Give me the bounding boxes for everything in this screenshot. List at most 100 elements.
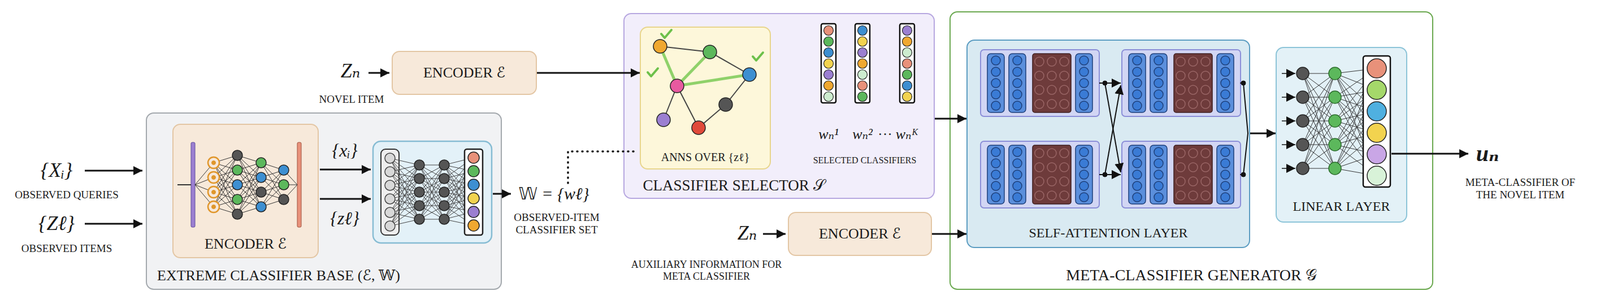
wire — [444, 219, 474, 226]
wire — [261, 177, 284, 185]
vector-cell — [902, 25, 913, 36]
wire — [444, 198, 474, 220]
graph-node — [670, 79, 684, 93]
matrix-cell — [1047, 99, 1057, 109]
token — [1079, 67, 1089, 77]
math-symbol: 𝕎 = {wℓ} — [518, 184, 590, 205]
wire — [237, 155, 262, 178]
annotation: SELECTED CLASSIFIERS — [813, 155, 917, 166]
token — [1220, 55, 1230, 65]
neuron — [384, 153, 396, 164]
wire — [213, 155, 238, 207]
matrix-cell — [1188, 162, 1198, 172]
neuron — [384, 220, 396, 232]
layer-box: LINEAR LAYER — [1275, 46, 1408, 223]
wire — [419, 178, 445, 206]
check-mark — [752, 52, 763, 61]
token — [991, 78, 1001, 88]
matrix-cell — [1188, 57, 1198, 67]
wire — [213, 206, 238, 215]
wire — [444, 198, 474, 206]
wire — [1302, 73, 1335, 98]
arrow — [319, 168, 371, 171]
wire — [389, 165, 420, 199]
matrix-cell — [1176, 71, 1186, 81]
arrow — [84, 170, 143, 172]
token — [1154, 147, 1164, 157]
math-symbol: wₙ² — [852, 126, 873, 143]
token — [1132, 101, 1142, 111]
neuron — [414, 200, 425, 211]
wire — [237, 184, 262, 207]
wire — [237, 206, 262, 215]
wire — [419, 165, 445, 166]
matrix-cell — [1200, 148, 1211, 158]
neuron — [439, 187, 450, 198]
wire — [444, 192, 474, 226]
annotation: OBSERVED-ITEM CLASSIFIER SET — [500, 211, 614, 237]
wire — [444, 184, 474, 206]
neuron — [384, 193, 396, 205]
ring-neuron — [207, 201, 220, 213]
graph-node — [656, 113, 671, 127]
wire — [389, 178, 420, 199]
wire — [1334, 97, 1377, 112]
wire — [1302, 73, 1335, 75]
token-column — [1008, 53, 1026, 113]
wire — [1302, 73, 1335, 98]
wire — [1334, 89, 1377, 169]
neuron — [439, 173, 450, 184]
wire — [213, 162, 238, 215]
token — [1132, 192, 1142, 202]
arrow — [319, 198, 371, 201]
token — [1079, 192, 1089, 202]
wire — [389, 178, 420, 213]
graph-edge — [660, 46, 710, 52]
wire — [261, 170, 284, 178]
wire — [237, 192, 262, 200]
wire — [261, 162, 284, 171]
encoder-box: ENCODER ℰ — [172, 123, 319, 259]
wire — [444, 192, 474, 212]
token — [1079, 147, 1089, 157]
matrix-cell — [1188, 71, 1198, 81]
wire — [419, 165, 445, 206]
math-symbol: Zₙ — [340, 59, 361, 83]
token — [1154, 158, 1164, 168]
matrix-cell — [1047, 191, 1057, 201]
neuron — [256, 157, 267, 168]
wire — [213, 192, 238, 200]
vector-cell — [1367, 123, 1387, 143]
matrix-cell — [1059, 176, 1069, 186]
wire — [389, 165, 420, 172]
vector-cell — [824, 80, 834, 91]
matrix-cell — [1200, 99, 1211, 109]
wire — [389, 165, 420, 227]
wire — [1302, 97, 1335, 121]
vector-cell — [902, 70, 913, 80]
wire — [283, 184, 298, 200]
neuron — [1328, 114, 1342, 128]
wire — [1334, 111, 1377, 145]
token — [1220, 192, 1230, 202]
graph-node — [703, 45, 717, 59]
wire — [1334, 154, 1377, 169]
wire — [1302, 120, 1335, 169]
vector-cell — [1367, 80, 1387, 100]
token — [991, 158, 1001, 168]
wire — [1334, 132, 1377, 145]
graph-node — [718, 97, 733, 112]
matrix-cell — [1034, 71, 1044, 81]
vector — [380, 149, 400, 236]
token — [1132, 170, 1142, 180]
token — [1154, 78, 1164, 88]
token — [1079, 181, 1089, 191]
matrix-cell — [1188, 99, 1198, 109]
wire — [261, 170, 284, 207]
wire — [213, 177, 238, 200]
wire — [389, 212, 420, 220]
wire — [419, 192, 445, 220]
ring-dot — [211, 205, 216, 210]
wire — [194, 177, 214, 185]
